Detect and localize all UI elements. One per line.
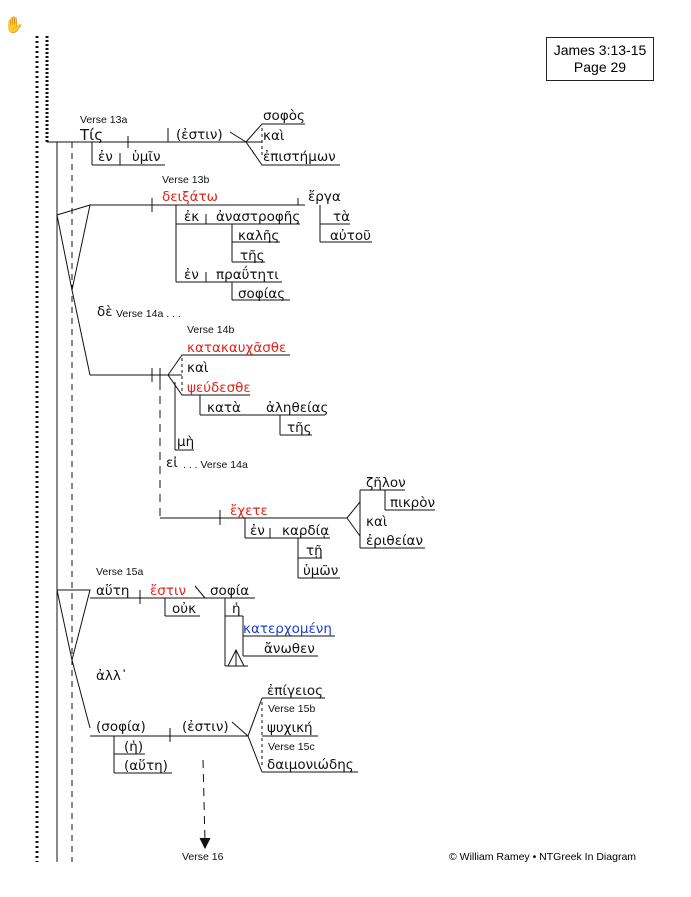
word-en: ἐν xyxy=(250,523,265,539)
reference-line: James 3:13-15 xyxy=(553,42,647,58)
word-ek: ἐκ xyxy=(184,209,200,225)
verse-14a-label: Verse 14a . . . xyxy=(116,308,181,320)
word-kai: καὶ xyxy=(263,128,285,144)
word-kai: καὶ xyxy=(187,360,209,376)
word-de: δὲ xyxy=(97,304,113,320)
word-estin: (ἐστιν) xyxy=(182,719,229,735)
word-kai: καὶ xyxy=(366,514,388,530)
word-en: ἐν xyxy=(184,267,199,283)
word-tes: τῆς xyxy=(287,420,312,436)
word-katerchomene: κατερχομένη xyxy=(243,621,332,637)
word-ei: εἰ xyxy=(166,455,178,471)
word-aute: αὕτη xyxy=(96,583,130,599)
word-estin: ἔστιν xyxy=(150,583,187,599)
word-te: τῇ xyxy=(306,543,323,559)
word-kata: κατὰ xyxy=(207,400,241,416)
word-anastrophes: ἀναστροφῆς xyxy=(216,209,301,225)
word-kales: καλῆς xyxy=(238,228,280,244)
word-ouk: οὐκ xyxy=(172,601,197,617)
verse-13a-label: Verse 13a xyxy=(80,114,128,126)
copyright-credit: © William Ramey • NTGreek In Diagram xyxy=(449,851,637,863)
word-prauteti: πραΰτητι xyxy=(216,267,279,283)
word-katakauchasthe: κατακαυχᾶσθε xyxy=(187,340,287,356)
word-echete: ἔχετε xyxy=(230,503,268,519)
word-aute: (αὕτη) xyxy=(124,758,168,774)
word-he: ἡ xyxy=(232,601,241,617)
word-tes: τῆς xyxy=(240,248,265,264)
verse-14a-resume-label: . . . Verse 14a xyxy=(183,459,248,471)
word-sophia: (σοφία) xyxy=(96,719,146,735)
word-daimoniodes: δαιμονιώδης xyxy=(267,757,354,773)
page-number: Page 29 xyxy=(573,59,627,75)
word-sophia: σοφία xyxy=(210,583,250,599)
word-aletheias: ἀληθείας xyxy=(266,400,329,416)
word-kardia: καρδίᾳ xyxy=(282,523,330,539)
word-humon: ὑμῶν xyxy=(303,563,339,579)
word-ta: τὰ xyxy=(333,209,351,225)
word-en: ἐν xyxy=(98,149,113,165)
word-tis: Τίς xyxy=(80,126,104,144)
word-epigeios: ἐπίγειος xyxy=(267,683,324,699)
word-psychike: ψυχική xyxy=(267,720,313,736)
word-he: (ἡ) xyxy=(124,739,144,755)
word-eritheian: ἐριθείαν xyxy=(366,533,423,549)
verse-14b-label: Verse 14b xyxy=(187,324,235,336)
word-all: ἀλλ᾽ xyxy=(96,668,128,684)
verse-15a-label: Verse 15a xyxy=(96,566,144,578)
verse-13b-label: Verse 13b xyxy=(162,174,210,186)
reference-box: James 3:13-15 Page 29 xyxy=(546,37,654,81)
word-sophos: σοφὸς xyxy=(263,108,305,124)
word-me: μὴ xyxy=(177,434,195,450)
word-autou: αὐτοῦ xyxy=(330,228,371,244)
word-zelon: ζῆλον xyxy=(366,475,406,491)
word-pseudesthe: ψεύδεσθε xyxy=(187,380,251,396)
hand-icon: ✋ xyxy=(4,15,24,34)
word-erga: ἔργα xyxy=(308,189,341,205)
word-estin: (ἐστιν) xyxy=(176,127,223,143)
verse-15c-label: Verse 15c xyxy=(268,741,315,753)
word-deixato: δειξάτω xyxy=(162,189,218,205)
word-humin: ὑμῖν xyxy=(132,149,161,165)
word-sophias: σοφίας xyxy=(238,286,286,302)
verse-15b-label: Verse 15b xyxy=(268,703,316,715)
word-anothen: ἄνωθεν xyxy=(264,641,315,657)
verse-16-label: Verse 16 xyxy=(182,851,224,863)
word-pikron: πικρὸν xyxy=(390,495,436,511)
word-epistemon: ἐπιστήμων xyxy=(263,149,336,165)
